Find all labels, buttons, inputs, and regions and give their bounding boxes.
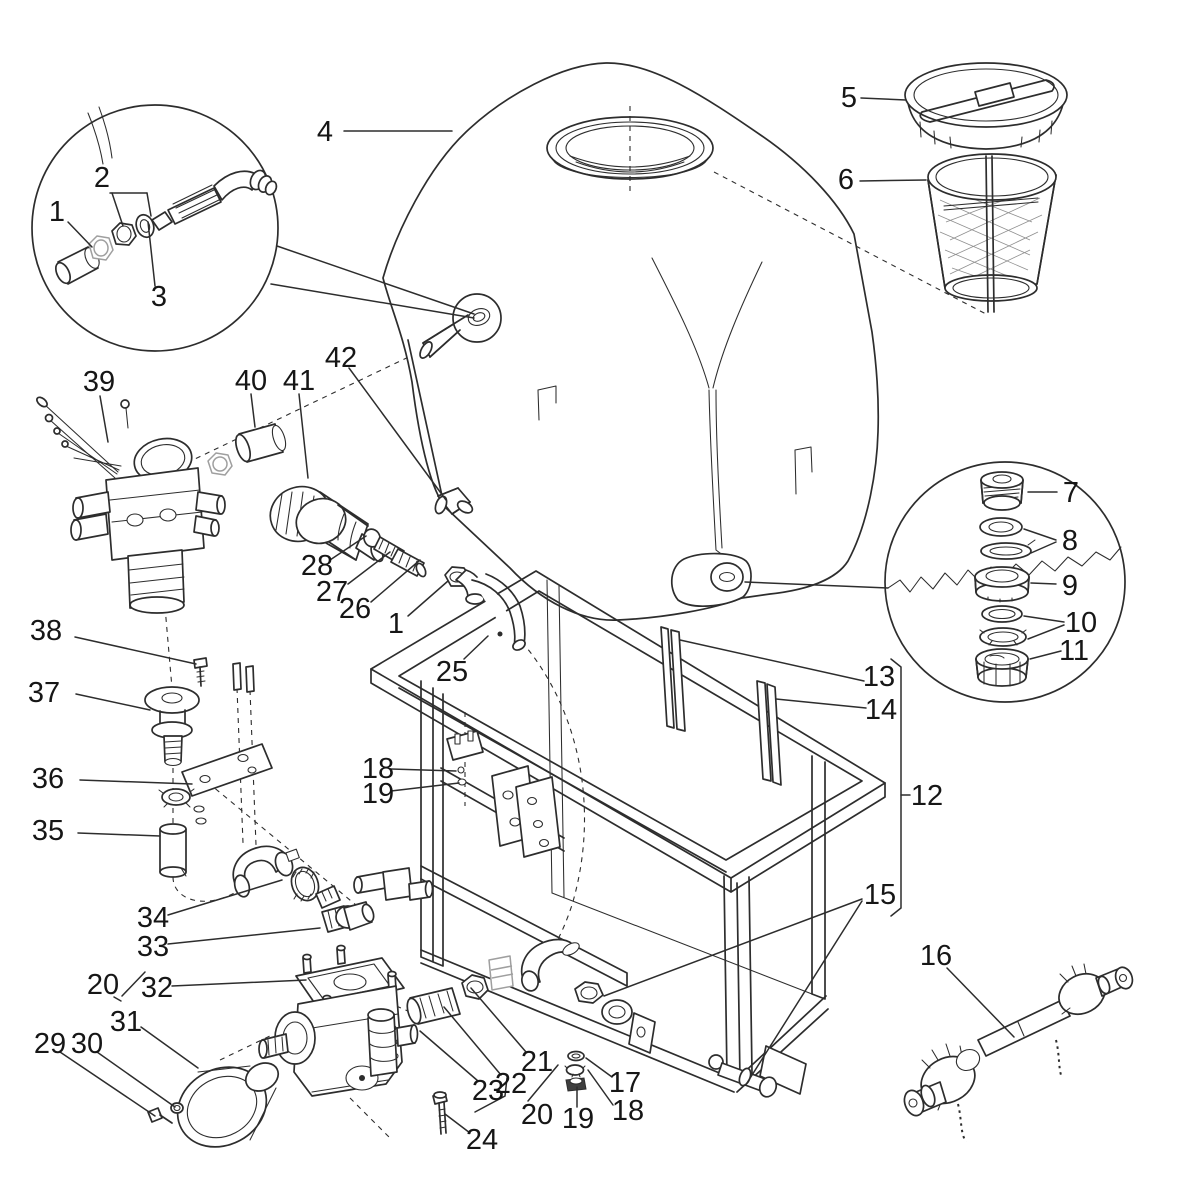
mount-plate-36 — [158, 743, 273, 825]
callout-16: 16 — [920, 940, 952, 972]
callout-14: 14 — [865, 694, 897, 726]
callout-30: 30 — [71, 1028, 103, 1060]
bracket-20 — [474, 1077, 508, 1113]
elbow-fitting-33 — [321, 901, 375, 933]
inset-pointer-line — [744, 581, 889, 589]
callout-33: 33 — [137, 931, 169, 963]
tank-4 — [382, 62, 880, 621]
callout-34: 34 — [137, 902, 169, 934]
drain-valve-37 — [144, 686, 200, 767]
callout-19-a: 19 — [362, 778, 394, 810]
valve-mount-group — [144, 657, 273, 878]
bolt-29-washer-30 — [147, 1102, 184, 1124]
callout-6: 6 — [838, 164, 854, 196]
callout-32: 32 — [141, 972, 173, 1004]
hose-25 — [471, 573, 526, 651]
outlet-nut-11 — [975, 648, 1029, 687]
callout-18-a: 18 — [362, 753, 394, 785]
callout-layer: 1234567891011121314151617181918192020212… — [28, 82, 1097, 1156]
suction-filter-41 — [269, 485, 384, 563]
callout-7: 7 — [1063, 477, 1079, 509]
callout-2-inset: 2 — [94, 162, 110, 194]
outlet-washers-10 — [979, 605, 1027, 647]
callout-18-b: 18 — [612, 1095, 644, 1127]
tank-strap-13 — [660, 626, 675, 729]
callout-40: 40 — [235, 365, 267, 397]
detail-circle-tank-outlet — [884, 461, 1126, 703]
callout-8: 8 — [1062, 525, 1078, 557]
bolt-38 — [193, 657, 208, 687]
bottom-fittings — [406, 974, 587, 1135]
basket-strainer-6 — [927, 153, 1057, 313]
frame-12 — [353, 566, 886, 1098]
callout-22: 22 — [495, 1068, 527, 1100]
suction-line-parts — [207, 339, 526, 651]
bolt-24 — [432, 1091, 448, 1135]
outlet-seal-8 — [979, 517, 1036, 560]
callout-42: 42 — [325, 342, 357, 374]
sleeve-35 — [159, 823, 187, 878]
inset-pointer-line — [276, 245, 475, 315]
callout-10: 10 — [1065, 607, 1097, 639]
hitch-plate — [515, 776, 561, 858]
callout-20-b: 20 — [521, 1099, 553, 1131]
outlet-fitting-9 — [974, 566, 1030, 603]
hose-fittings-33-34 — [232, 845, 375, 933]
callout-31: 31 — [110, 1006, 142, 1038]
callout-27: 27 — [316, 576, 348, 608]
tank-strap-14 — [756, 680, 772, 782]
callout-20-a: 20 — [87, 969, 119, 1001]
callout-29: 29 — [34, 1028, 66, 1060]
control-valve-39 — [36, 396, 226, 614]
callout-4: 4 — [317, 116, 333, 148]
callout-26: 26 — [339, 593, 371, 625]
callout-13: 13 — [863, 661, 895, 693]
callout-9: 9 — [1062, 570, 1078, 602]
callout-38: 38 — [30, 615, 62, 647]
callout-36: 36 — [32, 763, 64, 795]
callout-25: 25 — [436, 656, 468, 688]
callout-15: 15 — [864, 879, 896, 911]
lock-washer-18 — [565, 1064, 585, 1076]
pump-32 — [258, 944, 419, 1097]
callout-28: 28 — [301, 550, 333, 582]
callout-17: 17 — [609, 1067, 641, 1099]
tank-lid-5 — [904, 62, 1068, 150]
callout-1-b: 1 — [388, 608, 404, 640]
outlet-plug-7 — [980, 471, 1024, 511]
inset-pointer-line — [270, 283, 475, 319]
callout-21: 21 — [521, 1046, 553, 1078]
leader-lines — [59, 97, 1065, 1134]
callout-3-inset: 3 — [151, 281, 167, 313]
callout-37: 37 — [28, 677, 60, 709]
callout-1-inset: 1 — [49, 196, 65, 228]
pto-shaft-16 — [903, 963, 1134, 1143]
safety-chain — [957, 1103, 967, 1143]
callout-24: 24 — [466, 1124, 498, 1156]
callout-35: 35 — [32, 815, 64, 847]
callout-11: 11 — [1059, 635, 1089, 667]
detail-circle-hose-fitting — [31, 104, 279, 352]
callout-5: 5 — [841, 82, 857, 114]
callout-19-b: 19 — [562, 1103, 594, 1135]
hose-clamp-plate — [446, 730, 484, 761]
callout-23: 23 — [472, 1075, 504, 1107]
axis-line — [713, 171, 987, 315]
shield-cone-31 — [176, 1062, 280, 1148]
callout-41: 41 — [283, 365, 315, 397]
callout-39: 39 — [83, 366, 115, 398]
callout-12: 12 — [911, 780, 943, 812]
linch-pin — [708, 1054, 724, 1070]
safety-chain — [1055, 1039, 1063, 1079]
bracket-12 — [890, 658, 902, 917]
